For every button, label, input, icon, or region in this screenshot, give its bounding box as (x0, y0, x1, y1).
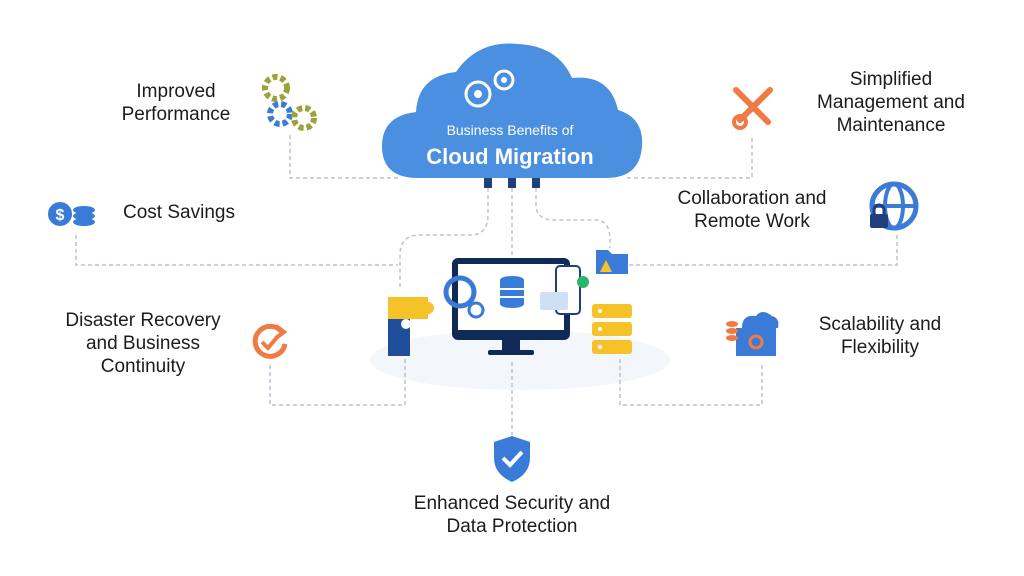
benefit-improved-performance: Improved Performance (121, 81, 231, 125)
cloud-title: Cloud Migration (426, 144, 594, 169)
benefit-security: Enhanced Security and Data Protection (413, 493, 611, 537)
tools-icon (732, 87, 773, 130)
gears-icon (262, 74, 317, 131)
connector-cost-savings (75, 235, 398, 266)
cloud-plugs (484, 178, 540, 188)
computer-illustration (388, 250, 632, 356)
cloud-subtitle: Business Benefits of (446, 122, 574, 138)
scalable-cloud-icon (726, 312, 779, 356)
benefit-cost-savings: Cost Savings (123, 202, 235, 223)
benefit-collaboration: Collaboration and Remote Work (677, 188, 827, 232)
coins-icon: $ (48, 202, 95, 226)
shield-check-icon (494, 436, 530, 482)
recovery-icon (252, 323, 288, 359)
cloud-shape (382, 43, 643, 178)
benefit-simplified-management: Simplified Management and Maintenance (817, 69, 965, 136)
connector-cloud-right (535, 188, 611, 248)
connector-cloud-left (399, 188, 489, 288)
connector-improved-performance (289, 135, 400, 179)
connector-disaster-recovery (269, 358, 406, 406)
globe-lock-icon (869, 181, 919, 231)
benefit-disaster-recovery: Disaster Recovery and Business Continuit… (65, 310, 221, 377)
connector-collaboration (628, 235, 898, 266)
svg-text:$: $ (56, 207, 65, 224)
connector-scalability (619, 358, 763, 406)
benefit-scalability: Scalability and Flexibility (818, 314, 942, 358)
